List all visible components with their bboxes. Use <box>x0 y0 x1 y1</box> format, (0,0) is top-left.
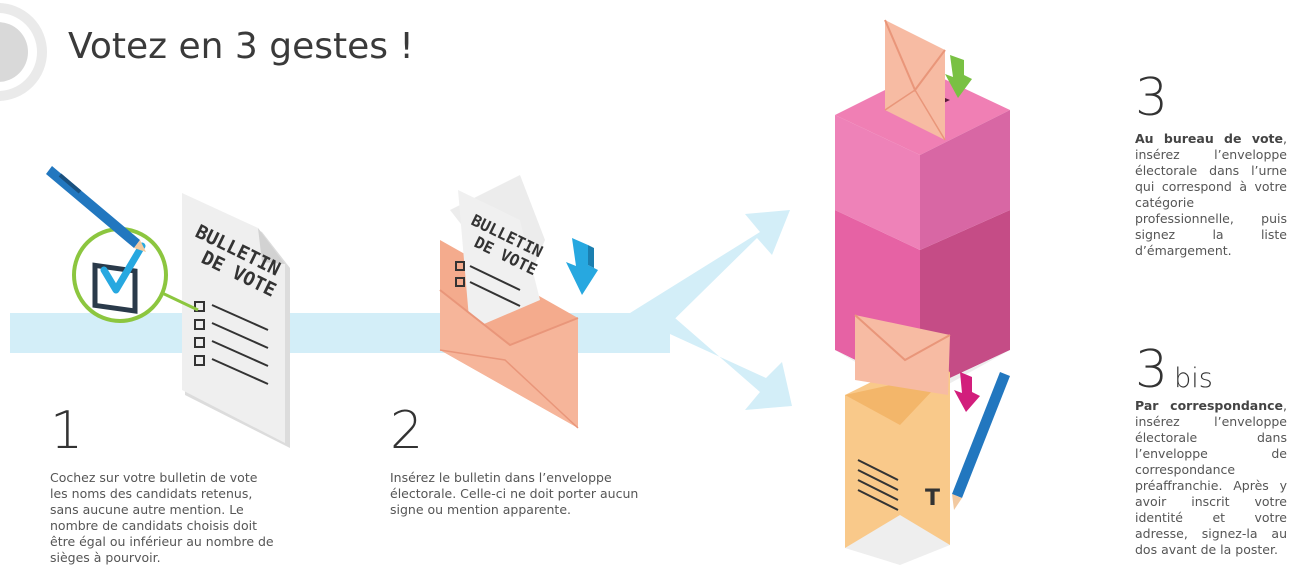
step-3-body: , insérez l’enveloppe électorale dans l’… <box>1135 131 1287 258</box>
mail-envelope-icon: T <box>845 358 950 565</box>
step-3-bold: Au bureau de vote <box>1135 131 1284 146</box>
step-3bis-text: Par correspondance, insérez l’enveloppe … <box>1135 398 1287 558</box>
envelope-step2: BULLETIN DE VOTE <box>439 175 579 429</box>
step-1-number: 1 <box>50 401 84 461</box>
step-3-number: 3 <box>1135 68 1169 128</box>
step-3bis-suffix: bis <box>1174 363 1213 394</box>
arrow-down-magenta-icon <box>954 372 980 412</box>
step-3-text: Au bureau de vote, insérez l’enveloppe é… <box>1135 131 1287 259</box>
envelope-into-urn <box>884 19 946 141</box>
step-3bis-digit: 3 <box>1135 340 1169 400</box>
envelope-step3bis <box>854 314 951 395</box>
checkmark-icon <box>72 227 199 323</box>
step-2-text: Insérez le bulletin dans l’enveloppe éle… <box>390 470 639 517</box>
step-3bis-body: , insérez l’enveloppe électorale dans l’… <box>1135 398 1287 557</box>
corner-circle-icon <box>0 3 47 101</box>
pen-icon <box>46 166 146 252</box>
pen-icon-step3bis <box>952 372 1010 510</box>
ballot-paper: BULLETIN DE VOTE <box>182 193 290 448</box>
page-title: Votez en 3 gestes ! <box>68 26 414 67</box>
arrow-down-green-icon <box>945 55 972 98</box>
step-1-text: Cochez sur votre bulletin de vote les no… <box>50 470 274 565</box>
step-2-number: 2 <box>390 401 424 461</box>
arrow-down-blue-icon <box>566 238 598 295</box>
step-3bis-bold: Par correspondance <box>1135 398 1284 413</box>
mail-envelope-mark: T <box>925 486 940 511</box>
